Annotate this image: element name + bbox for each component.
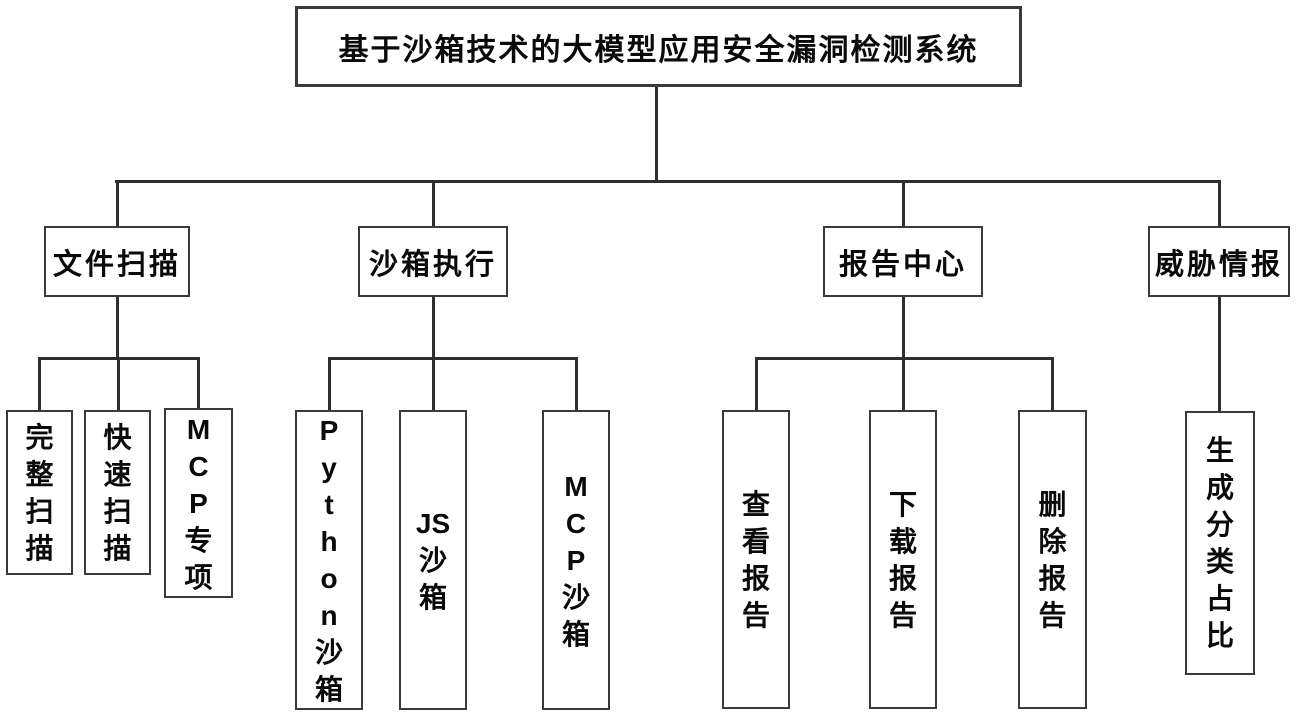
vertical-label-char: 删 [1038,488,1067,520]
connector-drop-full-scan [38,357,41,412]
node-root-label: 基于沙箱技术的大模型应用安全漏洞检测系统 [338,33,979,67]
vertical-label-char: M [186,413,211,445]
connector-root-stem [655,86,658,182]
connector-drop-report-center [902,180,905,226]
connector-stem-threat-intel [1218,296,1221,413]
node-generate-category-ratio: 生成分类占比 [1185,411,1255,675]
node-threat-intel: 威胁情报 [1148,226,1290,297]
node-report-center: 报告中心 [823,226,983,297]
vertical-label-char: 下 [888,488,917,520]
vertical-label-char: 整 [25,458,54,490]
connector-drop-js-sandbox [432,357,435,412]
vertical-label-char: 沙 [314,637,343,668]
vertical-label-char: h [320,526,338,557]
connector-drop-delete-report [1051,357,1054,412]
vertical-label-char: 箱 [314,674,343,705]
connector-drop-download-report [902,357,905,412]
vertical-label-char: 报 [741,562,770,594]
vertical-label-char: 专 [184,524,213,556]
node-threat-intel-label: 威胁情报 [1154,248,1283,281]
connector-main-bus [115,180,1221,183]
vertical-label-char: 速 [103,458,132,490]
vertical-label-char: 扫 [25,495,54,527]
vertical-label-char: 沙 [561,581,590,613]
vertical-label-char: M [564,470,588,502]
connector-stem-file-scan [116,296,119,359]
node-delete-report: 删除报告 [1018,410,1087,709]
node-sandbox-exec-label: 沙箱执行 [368,248,497,281]
vertical-label-char: C [188,450,209,482]
node-js-sandbox: JS 沙箱 [399,410,467,710]
connector-drop-file-scan [116,180,119,226]
vertical-label-char: C [565,507,587,539]
connector-drop-view-report [755,357,758,412]
node-view-report: 查看报告 [722,410,790,709]
vertical-label-char: P [566,544,586,576]
vertical-label-char: 项 [184,561,213,593]
connector-drop-sandbox-exec [432,180,435,226]
vertical-label-char: t [324,489,334,520]
connector-drop-threat-intel [1218,180,1221,226]
vertical-label-char: y [321,452,337,483]
vertical-label-char: 占 [1205,583,1234,614]
vertical-label-char: 除 [1038,525,1067,557]
node-full-scan: 完整扫描 [6,410,73,575]
vertical-label-char: 告 [741,599,770,631]
vertical-label-char: 成 [1205,472,1234,503]
vertical-label-char: 载 [888,525,917,557]
vertical-label-char: 完 [25,421,54,453]
vertical-label-char: 告 [888,599,917,631]
vertical-label-char: 报 [888,562,917,594]
node-file-scan: 文件扫描 [44,226,190,297]
node-sandbox-exec: 沙箱执行 [358,226,508,297]
connector-drop-python-sandbox [328,357,331,412]
connector-drop-quick-scan [117,357,120,412]
connector-stem-report-center [902,296,905,359]
vertical-label-char: 快 [103,421,132,453]
vertical-label-char: 箱 [418,581,447,613]
node-report-center-label: 报告中心 [838,248,967,281]
node-root: 基于沙箱技术的大模型应用安全漏洞检测系统 [295,6,1022,87]
vertical-label-char: 描 [25,532,54,564]
vertical-label-char: P [319,415,339,446]
vertical-label-char: 比 [1205,620,1234,651]
connector-stem-sandbox-exec [432,296,435,359]
vertical-label-char: n [320,600,338,631]
vertical-label-char: 看 [741,525,770,557]
vertical-label-char: P [189,487,208,519]
connector-bus-sandbox-exec [328,357,578,360]
vertical-label-char: 告 [1038,599,1067,631]
vertical-label-char: JS [415,507,451,539]
node-download-report: 下载报告 [869,410,937,709]
node-file-scan-label: 文件扫描 [52,248,181,281]
vertical-label-char: 描 [103,532,132,564]
vertical-label-char: 查 [741,488,770,520]
vertical-label-char: 类 [1205,546,1234,577]
vertical-label-char: 沙 [418,544,447,576]
connector-drop-mcp-sandbox [575,357,578,412]
vertical-label-char: 扫 [103,495,132,527]
vertical-label-char: 生 [1205,435,1234,466]
vertical-label-char: 箱 [561,618,590,650]
vertical-label-char: 报 [1038,562,1067,594]
node-quick-scan: 快速扫描 [84,410,151,575]
vertical-label-char: 分 [1205,509,1234,540]
connector-drop-mcp-special [197,357,200,410]
vertical-label-char: o [320,563,338,594]
